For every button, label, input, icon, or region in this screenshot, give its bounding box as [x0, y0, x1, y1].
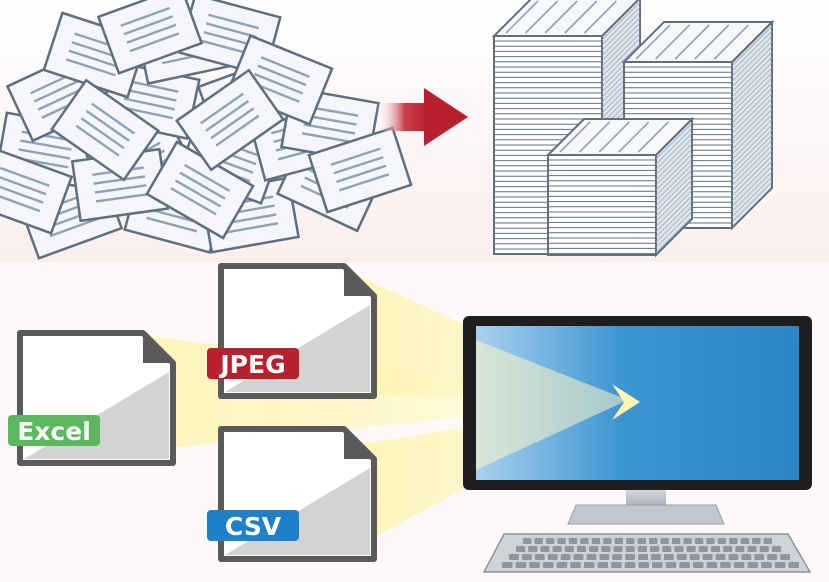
- keyboard-icon: [482, 533, 812, 573]
- scattered-paper: [96, 0, 204, 75]
- jpeg-label: JPEG: [218, 350, 285, 379]
- scattered-paper: [0, 145, 74, 235]
- csv-label: CSV: [225, 512, 282, 541]
- scattered-paper: [50, 78, 160, 182]
- paper-stacks-icon: [491, 0, 775, 258]
- scattered-papers-icon: [0, 0, 413, 260]
- excel-badge: Excel: [8, 415, 100, 446]
- scattered-paper: [70, 147, 170, 223]
- paper-stack: [545, 116, 695, 258]
- right-arrow-icon: [376, 88, 468, 146]
- scattered-paper: [175, 68, 285, 172]
- excel-label: Excel: [17, 417, 91, 446]
- monitor-icon: [463, 316, 812, 525]
- scattered-paper: [226, 34, 334, 126]
- jpeg-badge: JPEG: [207, 348, 299, 379]
- scattered-paper: [307, 126, 413, 214]
- csv-badge: CSV: [207, 510, 299, 541]
